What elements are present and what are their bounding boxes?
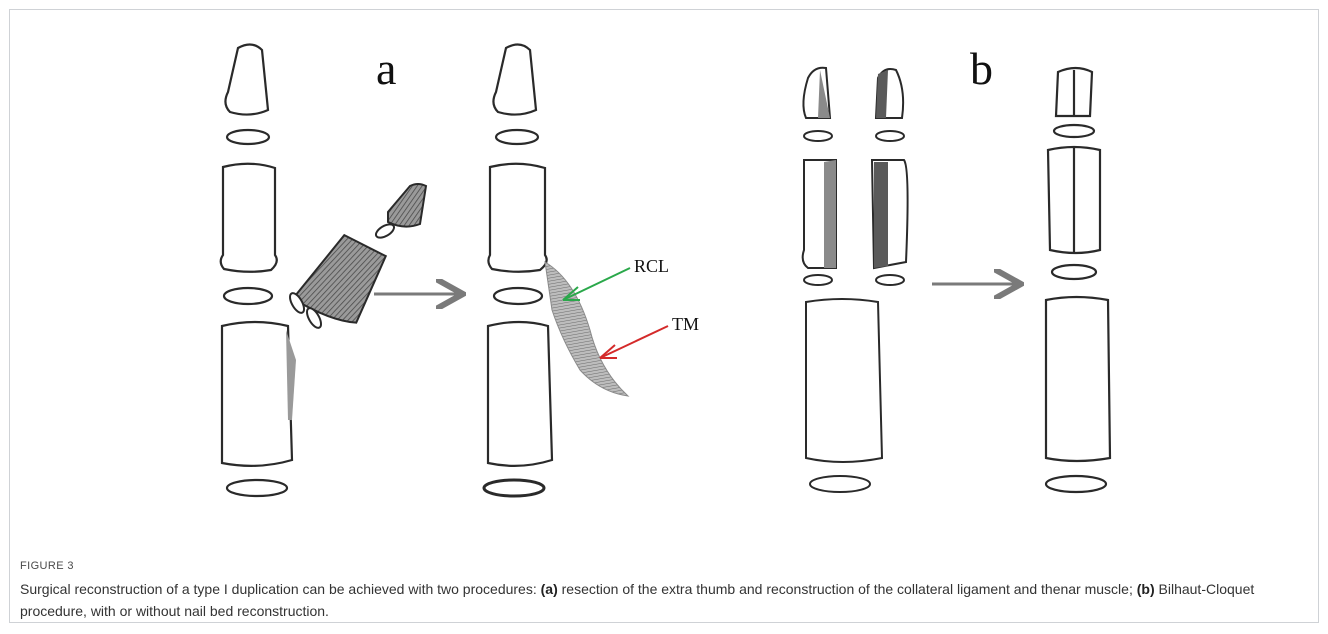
- panel-b-label: b: [970, 43, 993, 94]
- metacarpal: [222, 322, 292, 466]
- tm-label: TM: [672, 314, 699, 334]
- ip-joint-disc: [496, 130, 538, 144]
- caption-part-1: Surgical reconstruction of a type I dupl…: [20, 581, 541, 597]
- extra-thumb: [287, 184, 426, 330]
- extra-distal: [388, 184, 426, 227]
- distal-phalanx: [225, 44, 268, 114]
- right-mp-disc: [876, 275, 904, 285]
- merged-mp-disc: [1052, 265, 1096, 279]
- panel-a-label: a: [376, 43, 396, 94]
- cmc-joint-disc: [484, 480, 544, 496]
- left-ip-disc: [804, 131, 832, 141]
- panel-b-thumb-after: [1046, 68, 1110, 492]
- tm-arrow: [600, 326, 668, 358]
- shared-metacarpal: [806, 299, 882, 462]
- extra-proximal: [291, 229, 388, 325]
- ip-joint-disc: [227, 130, 269, 144]
- cmc-joint-disc: [227, 480, 287, 496]
- merged-metacarpal: [1046, 297, 1110, 461]
- distal-phalanx: [493, 44, 536, 114]
- proximal-phalanx: [488, 164, 546, 272]
- proximal-phalanx: [221, 164, 277, 272]
- figure-caption: Surgical reconstruction of a type I dupl…: [20, 578, 1310, 622]
- shared-cmc-disc: [810, 476, 870, 492]
- figure-label: FIGURE 3: [20, 560, 74, 572]
- metacarpal: [488, 322, 552, 466]
- caption-part-2: resection of the extra thumb and reconst…: [558, 581, 1137, 597]
- left-mp-disc: [804, 275, 832, 285]
- mp-joint-disc: [224, 288, 272, 304]
- mp-joint-disc: [494, 288, 542, 304]
- panel-b-thumbs-before: [803, 68, 908, 492]
- caption-marker-a: (a): [541, 581, 558, 597]
- panel-a-thumb-before: [221, 44, 296, 496]
- caption-marker-b: (b): [1137, 581, 1155, 597]
- surgical-diagram: a RCL TM b: [0, 0, 1328, 510]
- ligament-muscle: [545, 262, 628, 396]
- extra-ip-disc: [374, 222, 396, 241]
- merged-cmc-disc: [1046, 476, 1106, 492]
- panel-a-thumb-after: [484, 44, 628, 496]
- merged-ip-disc: [1054, 125, 1094, 137]
- rcl-label: RCL: [634, 256, 669, 276]
- right-ip-disc: [876, 131, 904, 141]
- rcl-arrow: [563, 268, 630, 300]
